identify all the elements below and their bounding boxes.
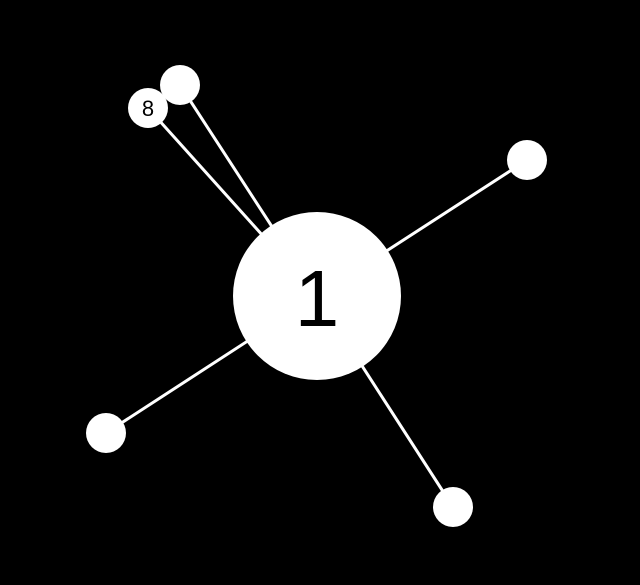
level-number: 1 [295,254,340,343]
pin-e [433,487,473,527]
core-circle[interactable] [233,212,401,380]
pin-d [86,413,126,453]
core[interactable]: 1 [233,212,401,380]
pin-b [128,88,168,128]
pin-b-label: 8 [142,96,154,121]
pin-a [160,65,200,105]
pin-c [507,140,547,180]
pins: 8 [86,65,547,527]
